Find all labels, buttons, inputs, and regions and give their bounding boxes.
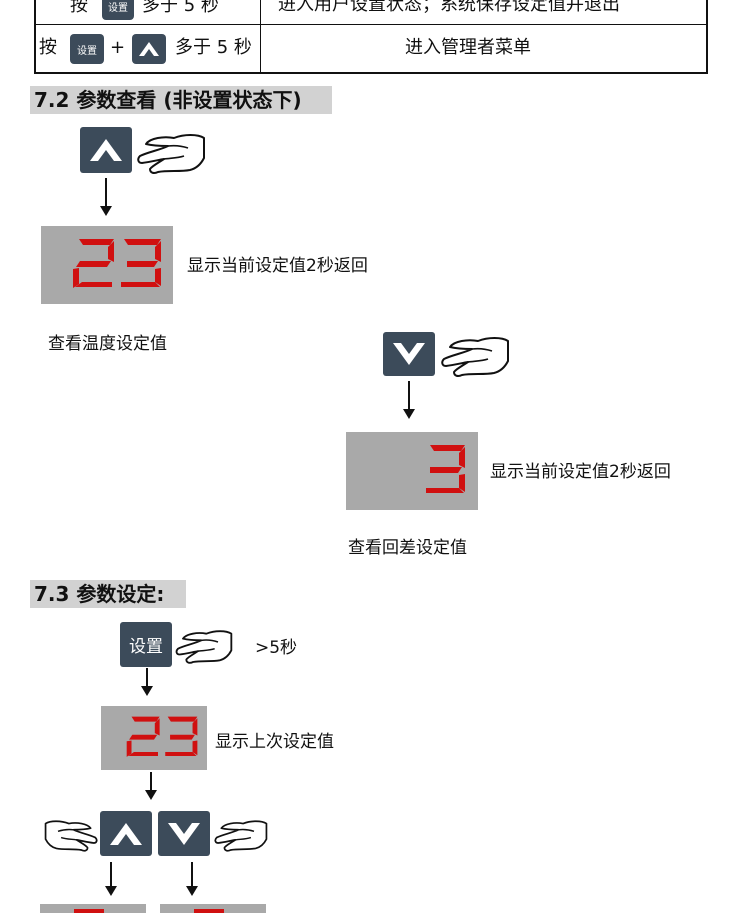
seven-segment-readout [73, 239, 161, 288]
down-key [158, 811, 210, 856]
display-caption: 显示当前设定值2秒返回 [490, 462, 671, 482]
section-heading-7-3: 7.3 参数设定: [30, 580, 186, 608]
led-display: 3 [346, 432, 478, 510]
up-key [100, 811, 152, 856]
duration-label: 多于 5 秒 [175, 37, 252, 58]
pointing-hand-icon [441, 337, 509, 377]
up-arrow-icon [110, 822, 142, 845]
press-label: 按 [39, 37, 57, 58]
flow-arrow-head [100, 206, 112, 216]
pointing-hand-icon [44, 820, 98, 852]
flow-arrow-head [186, 886, 198, 896]
display-caption: 显示当前设定值2秒返回 [187, 256, 368, 276]
display-caption: 显示上次设定值 [215, 732, 334, 752]
flow-arrow [105, 178, 107, 208]
led-display [160, 904, 266, 913]
up-key [132, 34, 166, 64]
flow-arrow [150, 772, 152, 792]
set-key: 设置 [102, 0, 134, 20]
hold-duration-note: >5秒 [255, 638, 298, 658]
flow-arrow-head [141, 686, 153, 696]
seven-segment-readout [126, 716, 198, 757]
duration-label: 多于 5 秒 [142, 0, 219, 16]
pointing-hand-icon [137, 134, 205, 174]
up-key [80, 127, 132, 173]
down-arrow-icon [168, 822, 200, 845]
flow-arrow [146, 668, 148, 688]
led-display [40, 904, 146, 913]
result-label: 进入管理者菜单 [405, 37, 531, 58]
pointing-hand-icon [175, 630, 233, 664]
pointing-hand-icon [214, 820, 268, 852]
up-arrow-icon [90, 139, 122, 161]
hysteresis-setpoint-label: 查看回差设定值 [348, 538, 467, 558]
up-arrow-icon [139, 42, 159, 56]
flow-arrow-head [403, 409, 415, 419]
flow-arrow-head [145, 790, 157, 800]
set-key: 设置 [70, 34, 104, 64]
flow-arrow-head [105, 886, 117, 896]
section-heading-7-2: 7.2 参数查看 (非设置状态下) [30, 86, 332, 114]
result-label: 进入用户设置状态；系统保存设定值并退出 [278, 0, 620, 15]
led-display: 23 [101, 706, 207, 770]
flow-arrow [191, 862, 193, 888]
set-key: 设置 [120, 622, 172, 667]
press-label: 按 [70, 0, 88, 16]
plus-sign: + [110, 37, 126, 58]
seven-segment-readout [426, 445, 465, 493]
led-display: 23 [41, 226, 173, 304]
temp-setpoint-label: 查看温度设定值 [48, 334, 167, 354]
flow-arrow [408, 381, 410, 411]
down-key [383, 332, 435, 376]
flow-arrow [110, 862, 112, 888]
down-arrow-icon [393, 343, 425, 365]
